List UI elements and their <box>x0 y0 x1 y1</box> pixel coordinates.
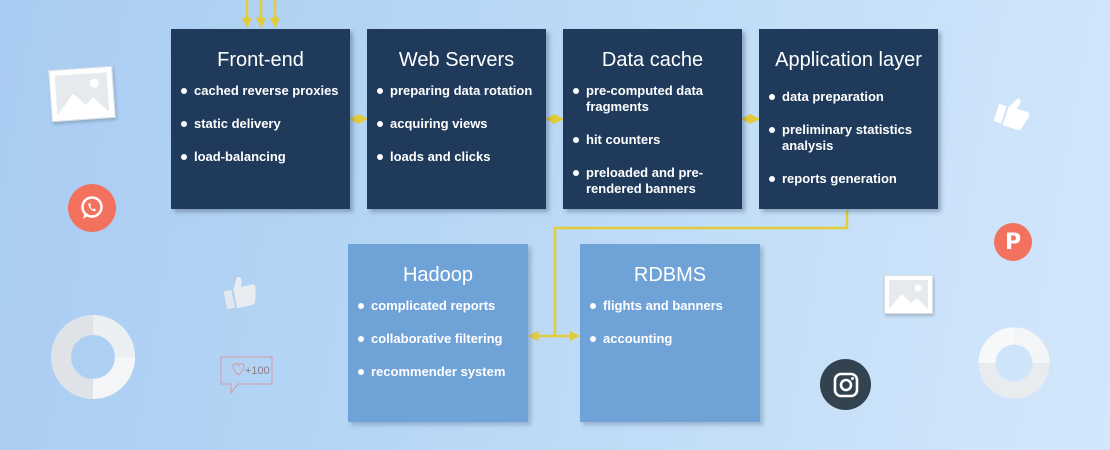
instagram-icon <box>820 359 871 410</box>
heart-icon <box>232 362 245 376</box>
image-icon <box>48 65 116 123</box>
node-title: Front-end <box>217 49 304 71</box>
node-title: Web Servers <box>398 49 515 71</box>
node-item: load-balancing <box>181 149 350 165</box>
node-webservers: Web Servers preparing data rotation acqu… <box>367 29 546 209</box>
node-item: complicated reports <box>358 298 528 314</box>
node-title: RDBMS <box>633 264 707 286</box>
node-item: recommender system <box>358 364 528 380</box>
storage-bus <box>527 210 849 342</box>
node-hadoop: Hadoop complicated reports collaborative… <box>348 244 528 422</box>
node-item: accounting <box>590 331 760 347</box>
whatsapp-icon <box>68 184 116 232</box>
pinterest-icon: P <box>994 223 1032 261</box>
node-applayer: Application layer data preparation preli… <box>759 29 938 209</box>
node-item: hit counters <box>573 132 742 148</box>
node-datacache: Data cache pre-computed data fragments h… <box>563 29 742 209</box>
node-items: pre-computed data fragments hit counters… <box>573 83 742 197</box>
input-arrows <box>241 0 281 29</box>
image-icon <box>884 275 933 314</box>
node-item: preliminary statistics analysis <box>769 122 938 154</box>
thumbs-up-icon <box>220 272 262 312</box>
node-item: reports generation <box>769 171 938 187</box>
thumbs-up-icon <box>992 92 1036 134</box>
donut-chart-icon <box>978 327 1050 399</box>
node-items: flights and banners accounting <box>590 298 760 347</box>
donut-chart-icon <box>50 314 136 400</box>
node-items: complicated reports collaborative filter… <box>358 298 528 380</box>
node-items: data preparation preliminary statistics … <box>769 89 938 187</box>
node-item: data preparation <box>769 89 938 105</box>
node-item: flights and banners <box>590 298 760 314</box>
like-badge: +100 <box>220 356 274 396</box>
node-item: pre-computed data fragments <box>573 83 742 115</box>
node-item: acquiring views <box>377 116 546 132</box>
node-title: Hadoop <box>402 264 474 286</box>
node-item: cached reverse proxies <box>181 83 350 99</box>
node-item: loads and clicks <box>377 149 546 165</box>
node-item: preparing data rotation <box>377 83 546 99</box>
node-title: Data cache <box>601 49 704 71</box>
node-item: static delivery <box>181 116 350 132</box>
node-rdbms: RDBMS flights and banners accounting <box>580 244 760 422</box>
node-item: collaborative filtering <box>358 331 528 347</box>
node-item: preloaded and pre-rendered banners <box>573 165 742 197</box>
like-count: +100 <box>245 365 270 377</box>
node-items: preparing data rotation acquiring views … <box>377 83 546 165</box>
node-title: Application layer <box>775 49 922 71</box>
node-items: cached reverse proxies static delivery l… <box>181 83 350 165</box>
bus-line <box>553 210 849 336</box>
node-frontend: Front-end cached reverse proxies static … <box>171 29 350 209</box>
